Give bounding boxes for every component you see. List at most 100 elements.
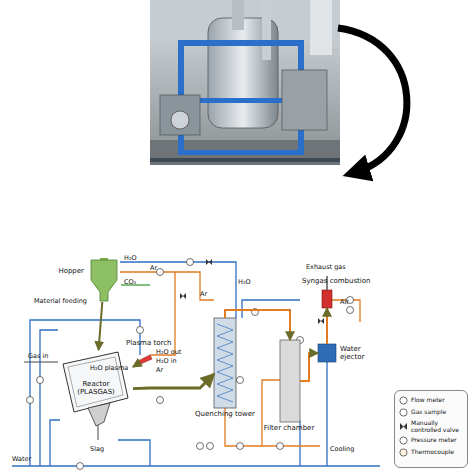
hopper-vessel-outline <box>100 258 108 261</box>
valve-symbol <box>206 259 212 265</box>
legend-symbol <box>399 448 408 457</box>
plant-photo <box>150 158 340 162</box>
argon-pipe <box>332 300 360 322</box>
legend-entry: Gas sample <box>399 408 464 417</box>
quench-tower-outline <box>214 318 236 408</box>
stream-label: Ar <box>200 291 207 298</box>
instrument-symbol <box>157 397 164 404</box>
stream-label: Slag <box>90 446 104 453</box>
node-title: Quenching tower <box>192 410 258 418</box>
stream-label: H₂O in <box>156 358 177 365</box>
plasma-torch-outline <box>136 355 152 365</box>
water-pipe <box>120 262 236 318</box>
syngas-burner: Syngas combustion <box>322 290 332 308</box>
node-title: Hopper <box>36 267 84 275</box>
water-pipe <box>326 362 327 466</box>
plant-photo <box>160 95 200 135</box>
legend-symbol <box>399 422 408 431</box>
legend-box: Flow meterGas sampleManually controlled … <box>394 390 468 468</box>
valve-symbol <box>180 293 186 299</box>
hopper-vessel: Hopper <box>88 258 120 302</box>
plant-photo <box>150 0 340 165</box>
stream-label: Exhaust gas <box>306 264 346 271</box>
pipe-connector <box>133 365 136 367</box>
pipe-connector <box>225 310 290 340</box>
hopper-vessel-outline <box>91 260 117 301</box>
instrument-symbol <box>400 409 407 416</box>
plant-photo <box>178 150 304 155</box>
node-title: Syngas combustion <box>302 277 382 285</box>
instrument-symbol <box>237 443 244 450</box>
instrument-symbol <box>77 463 84 470</box>
water-pipe <box>118 440 150 466</box>
stream-label: H₂O plasma <box>90 365 128 372</box>
instrument-symbol <box>157 269 164 276</box>
stream-label: Gas in <box>28 353 48 360</box>
plant-photo <box>171 111 189 129</box>
quench-tower: Quenching tower <box>214 318 236 408</box>
instrument-symbol <box>347 307 354 314</box>
water-pipe <box>12 465 380 466</box>
water-ejector: Water ejector <box>318 344 336 362</box>
quench-tower-outline <box>214 318 236 408</box>
filter-chamber: Filter chamber <box>280 340 300 422</box>
plant-photo <box>262 0 271 60</box>
stream-label: CO₂ <box>124 279 136 286</box>
node-title: Water ejector <box>340 345 374 361</box>
node-title: Reactor (PLASGAS) <box>70 380 122 396</box>
gas-inlet <box>24 362 58 363</box>
syngas-burner-outline <box>322 290 332 308</box>
pipe-connector <box>300 353 318 381</box>
legend-symbol <box>399 436 408 445</box>
link-arrow <box>338 28 407 172</box>
water-ejector-outline <box>318 344 336 362</box>
water-pipe <box>242 300 300 318</box>
legend-text: Gas sample <box>411 409 446 416</box>
water-pipe <box>12 262 380 466</box>
instrument-symbol <box>237 377 244 384</box>
instrument-symbol <box>252 309 259 316</box>
plant-photo <box>150 0 340 165</box>
stream-label: Air <box>340 299 349 306</box>
quench-tower-outline <box>217 324 233 402</box>
legend-entry: Thermocouple <box>399 448 464 457</box>
instrument-symbol <box>400 437 407 444</box>
pipe-connector <box>99 302 103 350</box>
legend-text: Flow meter <box>411 397 445 404</box>
syngas-burner-outline <box>322 290 332 308</box>
instrument-symbol <box>187 259 194 266</box>
stream-label: Water <box>12 456 31 463</box>
instrument-symbol <box>137 327 144 334</box>
legend-text: Manually controlled valve <box>411 420 464 433</box>
instrument-symbol <box>197 443 204 450</box>
node-title: Plasma torch <box>126 339 176 347</box>
valve-symbol <box>180 259 324 324</box>
legend-symbol <box>399 408 408 417</box>
water-pipe <box>50 420 60 466</box>
stream-label: Ar <box>156 367 163 374</box>
node-title: Filter chamber <box>258 424 320 432</box>
legend-text: Pressure meter <box>411 437 457 444</box>
legend-entry: Pressure meter <box>399 436 464 445</box>
plant-photo <box>310 0 332 55</box>
instrument-symbol <box>27 397 34 404</box>
filter-chamber-outline <box>280 340 300 422</box>
water-pipe <box>30 320 140 466</box>
instrument-symbol <box>400 397 407 404</box>
pipe-connector <box>326 308 328 344</box>
valve-symbol <box>400 423 407 430</box>
water-pipe <box>40 330 58 466</box>
legend-text: Thermocouple <box>411 449 454 456</box>
reactor-vessel-outline <box>63 352 128 412</box>
plant-photo <box>232 0 244 30</box>
filter-chamber-outline <box>280 340 300 422</box>
stream-label: H₂O out <box>156 349 181 356</box>
stream-label: Ar <box>150 265 157 272</box>
argon-pipe <box>120 272 360 446</box>
instrument-symbol <box>207 443 214 450</box>
plant-photo <box>178 40 304 46</box>
legend-entry: Manually controlled valve <box>399 420 464 433</box>
instrument-symbol <box>37 377 44 384</box>
stream-label: H₂O <box>238 279 251 286</box>
valve-symbol <box>318 318 324 324</box>
